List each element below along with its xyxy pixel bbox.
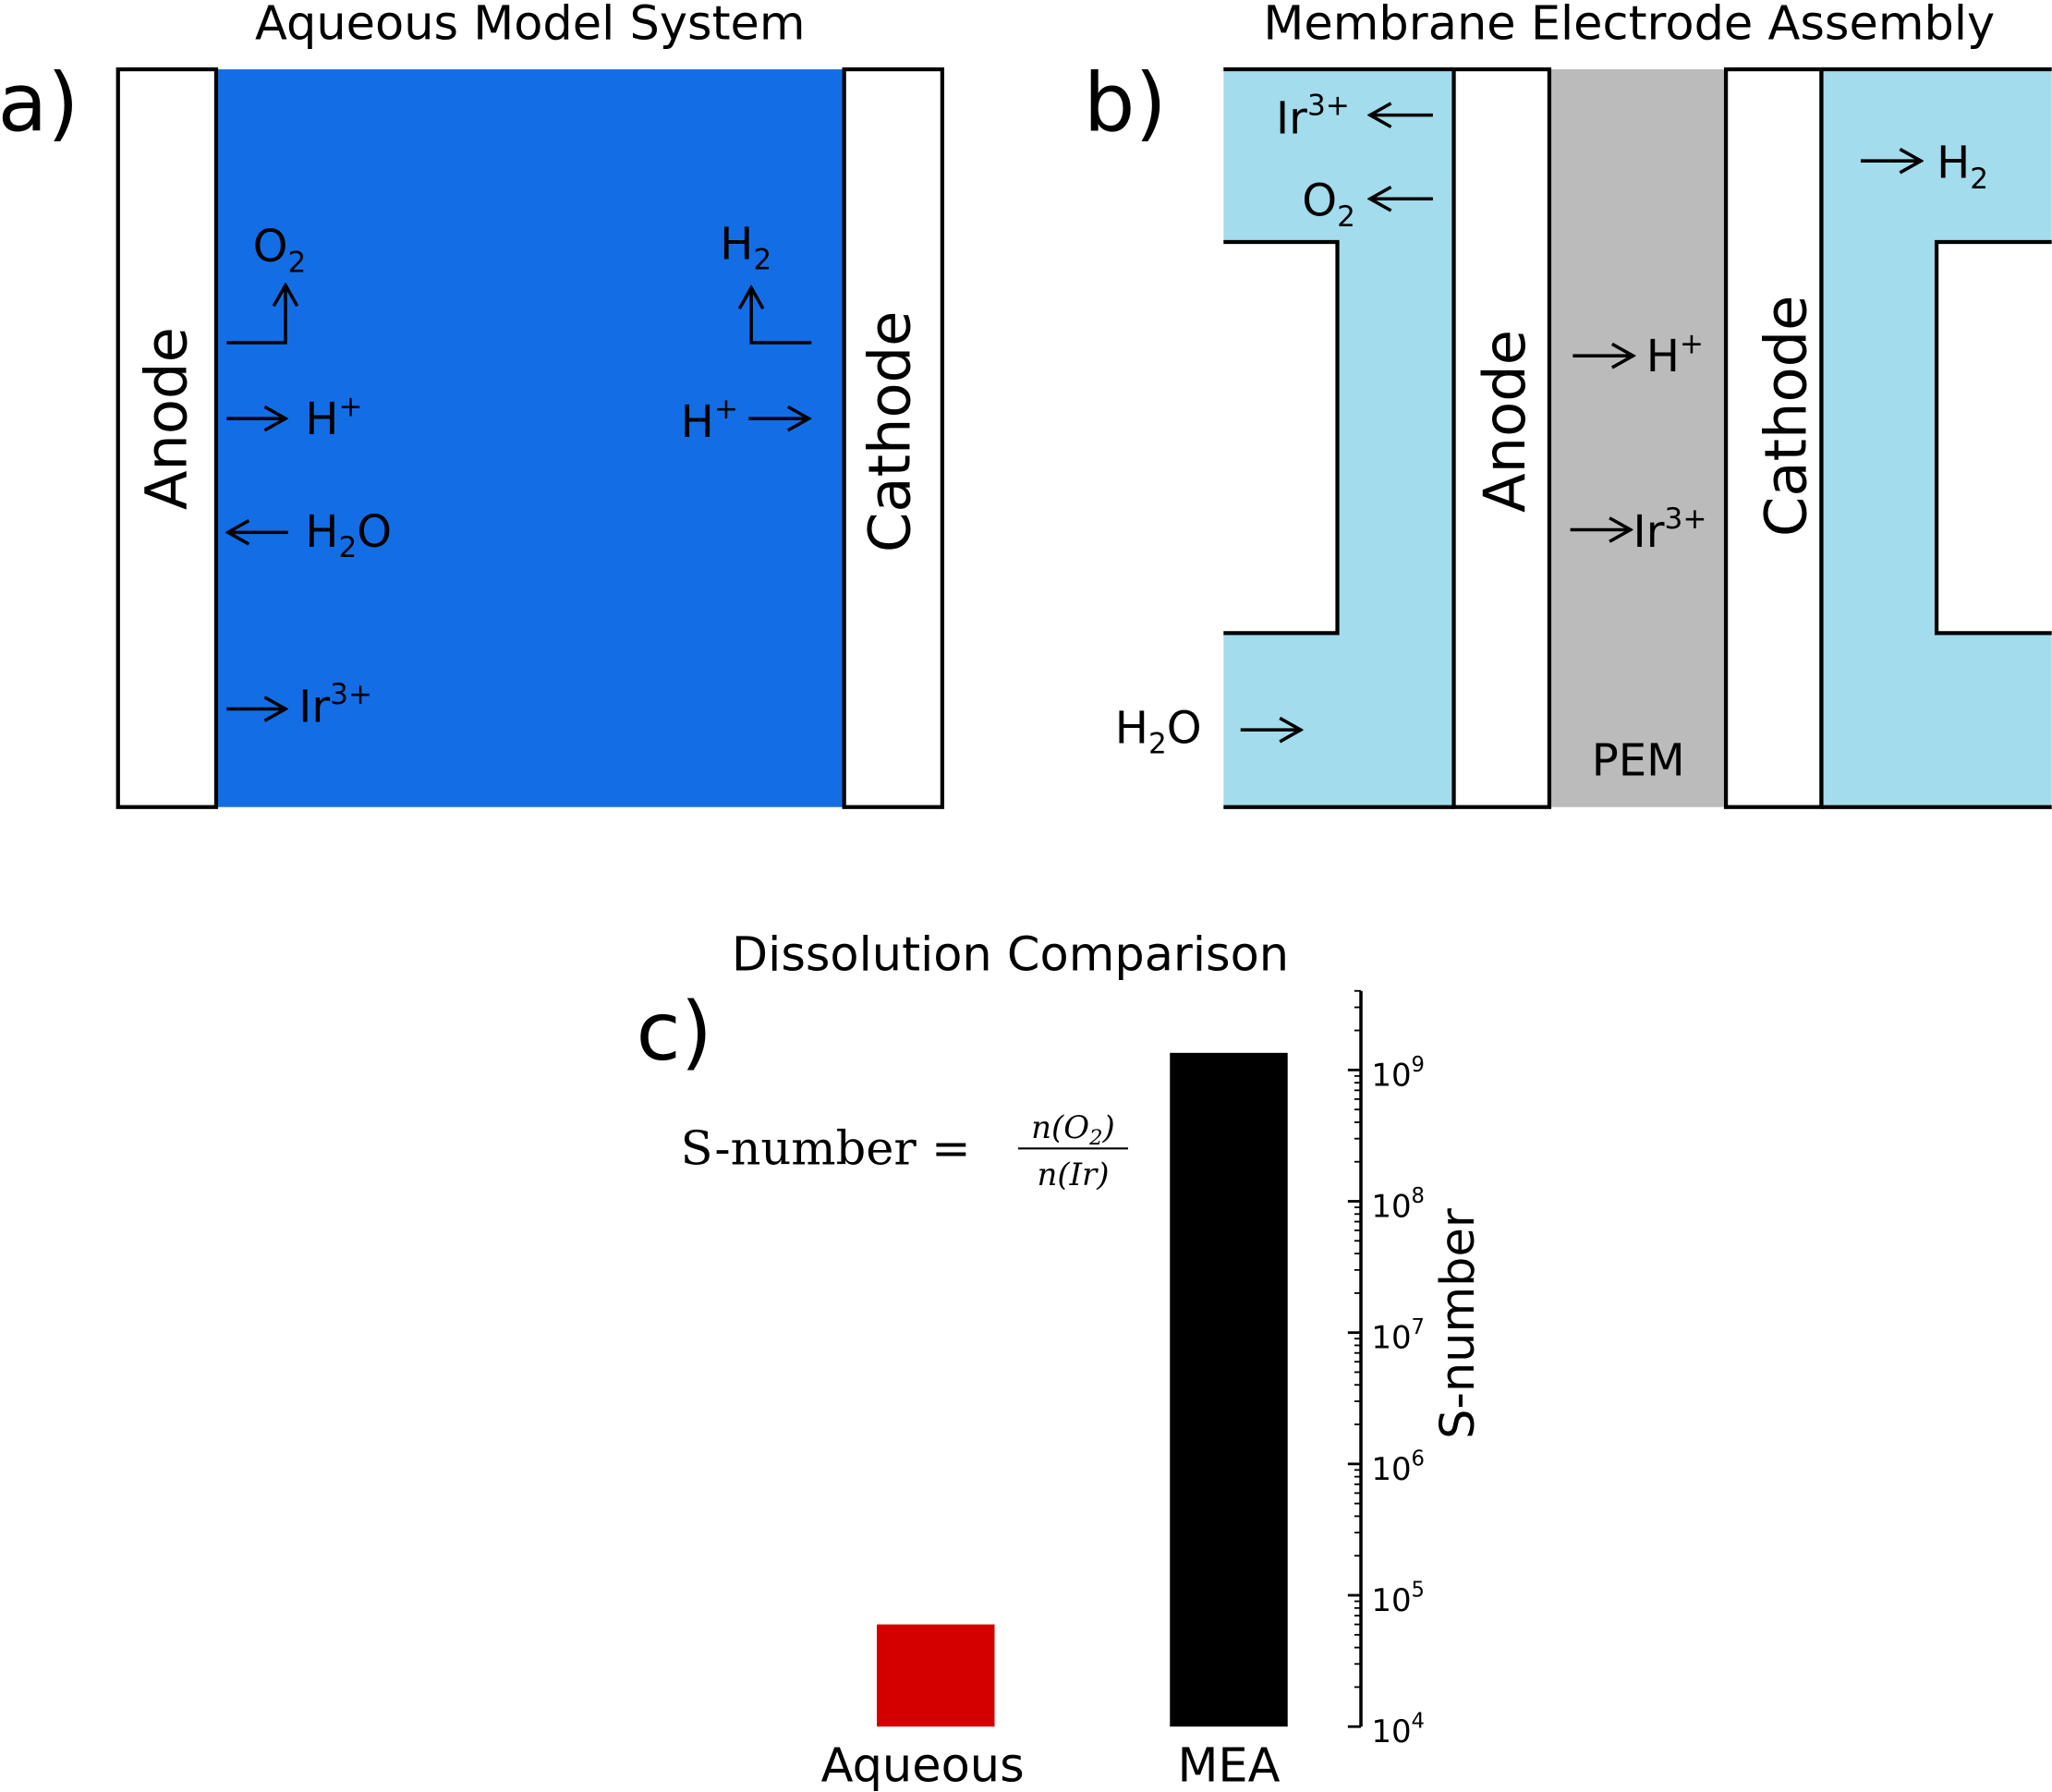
- h2-label: H2: [720, 218, 771, 276]
- bar-aqueous: [877, 1624, 995, 1727]
- x-tick-label: Aqueous: [821, 1739, 1025, 1792]
- mea-hplus-label: H+: [1646, 327, 1704, 382]
- y-tick-label: 107: [1371, 1315, 1425, 1357]
- electrolyte: [215, 69, 844, 807]
- hplus-left-label: H+: [305, 390, 362, 445]
- mea-h2o-label: H2O: [1115, 702, 1202, 760]
- bar-mea: [1170, 1052, 1288, 1727]
- y-axis-label: S-number: [1431, 1208, 1486, 1439]
- s-number-formula: S-number = n(O2) n(Ir): [681, 1109, 1128, 1193]
- mea-ir-out-label: Ir3+: [1276, 90, 1350, 145]
- formula-numerator: n(O2): [1031, 1109, 1115, 1150]
- panel-b-title: Membrane Electrode Assembly: [1263, 0, 1995, 51]
- mea-o2-label: O2: [1302, 176, 1355, 234]
- chart-title: Dissolution Comparison: [732, 928, 1289, 983]
- pem-label: PEM: [1592, 735, 1685, 787]
- o2-label: O2: [253, 221, 307, 279]
- x-tick-label: MEA: [1177, 1739, 1280, 1792]
- h2o-label: H2O: [305, 506, 392, 564]
- h2-arrow-icon: [751, 288, 812, 345]
- pem-membrane: [1548, 69, 1727, 807]
- y-tick-label: 104: [1371, 1710, 1425, 1751]
- formula-denominator: n(Ir): [1037, 1156, 1109, 1193]
- mea-anode: [1451, 67, 1552, 809]
- y-tick-label: 106: [1371, 1447, 1425, 1488]
- anode-electrode: [115, 67, 219, 809]
- formula-lhs: S-number =: [681, 1121, 971, 1176]
- panel-a: a) Aqueous Model System Anode Cathode O2…: [0, 0, 944, 809]
- panel-c: c) Dissolution Comparison S-number = n(O…: [637, 928, 1486, 1792]
- y-tick-label: 109: [1371, 1053, 1425, 1095]
- cathode-label: Cathode: [856, 311, 923, 553]
- panel-c-letter: c): [637, 985, 713, 1079]
- anode-label: Anode: [132, 327, 200, 510]
- mea-cathode-label: Cathode: [1752, 296, 1819, 538]
- o2-arrow-icon: [226, 285, 285, 345]
- panel-a-letter: a): [0, 56, 79, 151]
- mea-h2-label: H2: [1937, 138, 1988, 196]
- mea-anode-label: Anode: [1471, 330, 1538, 513]
- ir-label: Ir3+: [298, 678, 372, 733]
- y-tick-label: 108: [1371, 1184, 1425, 1226]
- cathode-electrode: [842, 67, 944, 809]
- panel-b: b) Membrane Electrode Assembly Anode Cat…: [1084, 0, 2052, 809]
- mea-ir-label: Ir3+: [1633, 502, 1707, 558]
- hplus-right-label: H+: [681, 393, 738, 448]
- panel-a-title: Aqueous Model System: [255, 0, 806, 51]
- y-tick-label: 105: [1371, 1578, 1425, 1619]
- panel-b-letter: b): [1084, 56, 1167, 151]
